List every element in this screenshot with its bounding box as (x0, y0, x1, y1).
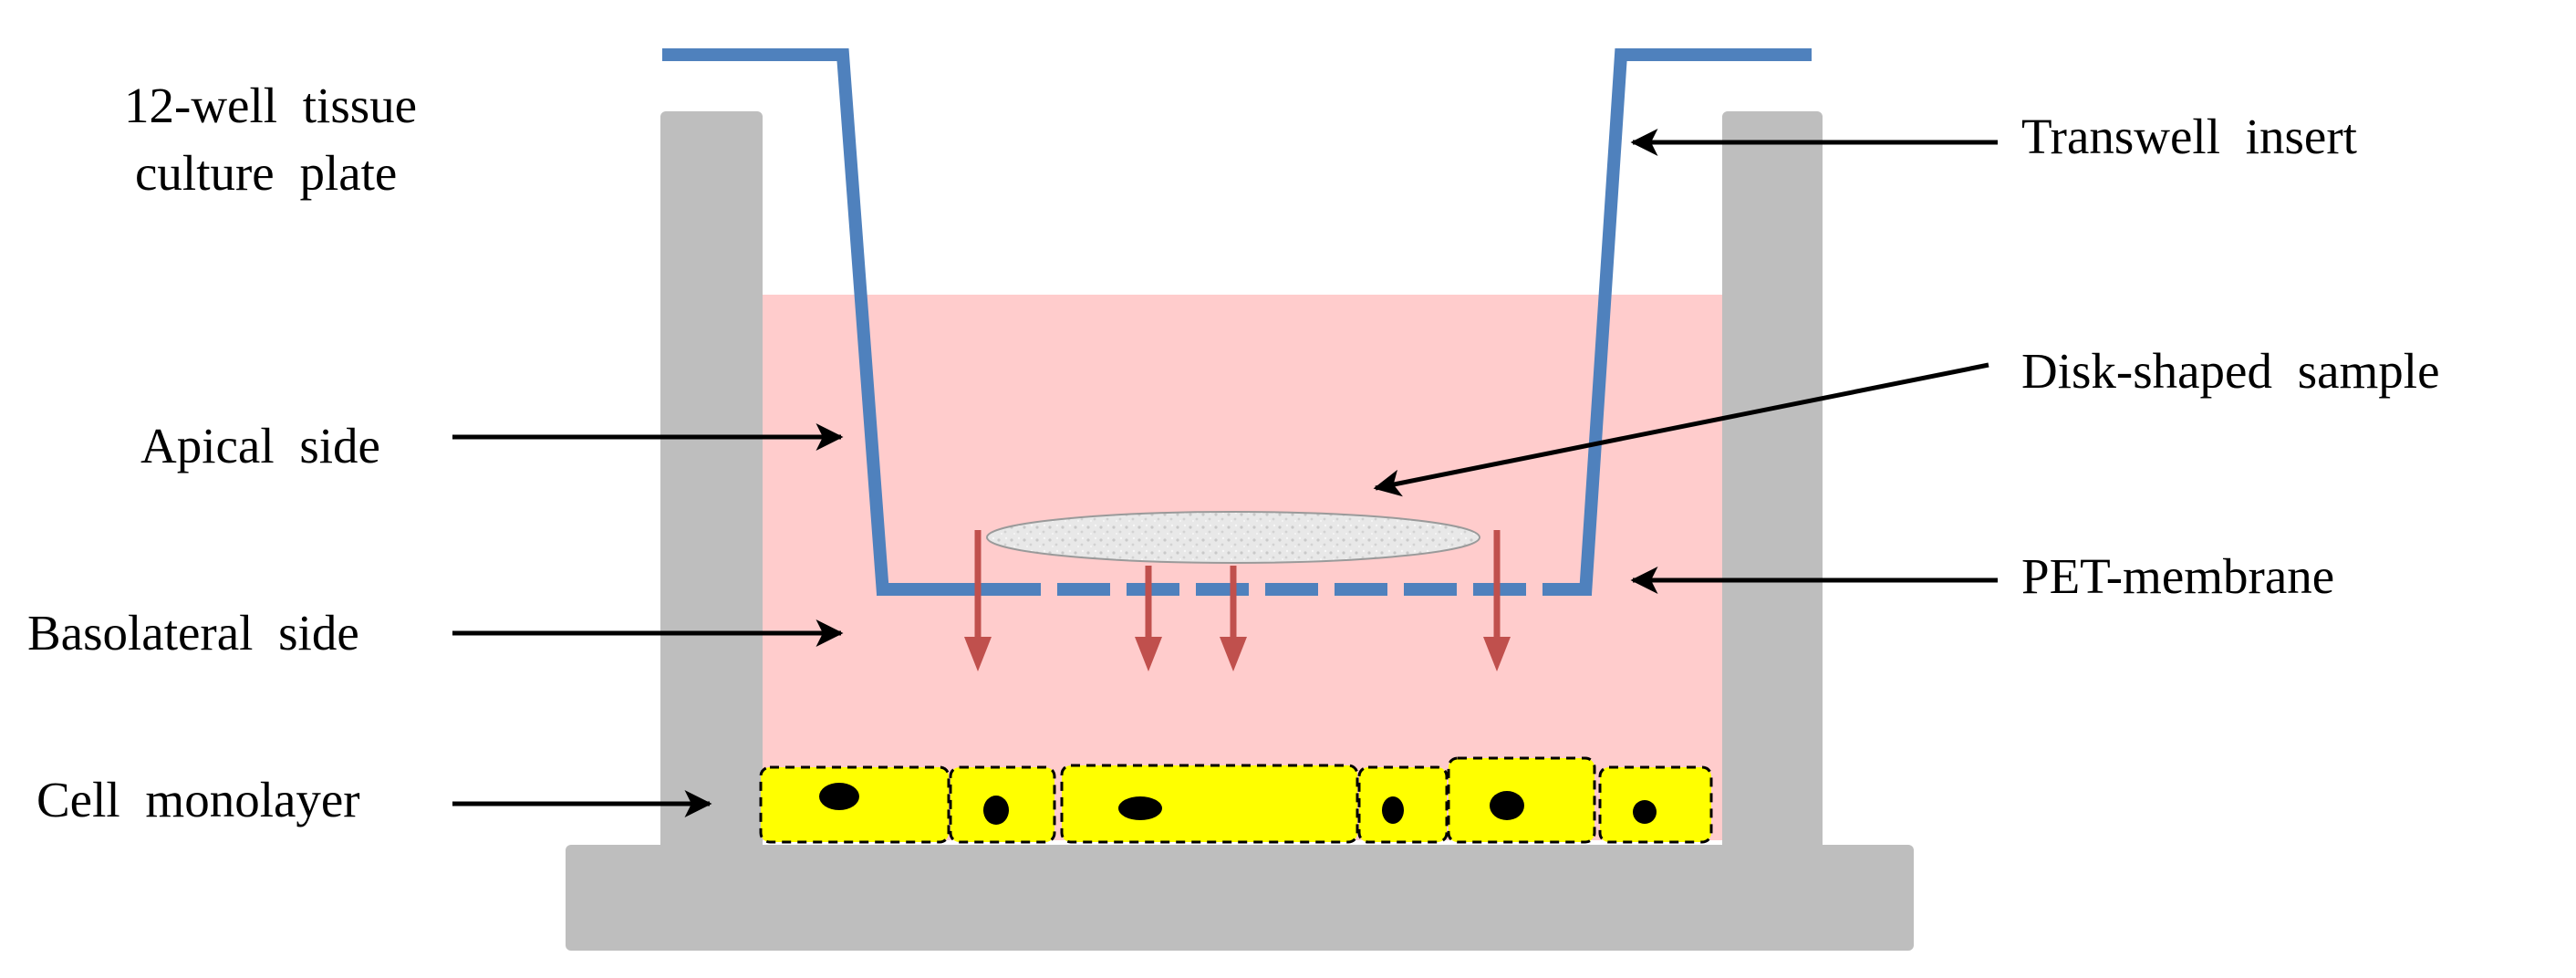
cell (1598, 765, 1713, 844)
flow-arrow-head (1483, 637, 1511, 671)
basolateral-side-label: Basolateral side (27, 605, 359, 661)
cell-monolayer-label: Cell monolayer (36, 772, 360, 827)
nucleus (1490, 791, 1524, 820)
cell (1357, 765, 1449, 844)
pet-membrane-label: PET-membrane (2021, 548, 2334, 604)
cell-nuclei (819, 783, 1657, 825)
sample-pointer (1373, 362, 1989, 497)
nucleus (1382, 796, 1404, 824)
plate-left-wall (660, 111, 763, 850)
flow-arrow-head (1135, 637, 1162, 671)
cell-monolayer (759, 756, 1713, 844)
well-plate (566, 111, 1914, 951)
culture-medium (763, 295, 1724, 840)
plate-label-line2: culture plate (135, 145, 397, 201)
plate-label-line1: 12-well tissue (124, 78, 417, 133)
flow-arrow-head (964, 637, 992, 671)
nucleus (1633, 800, 1657, 824)
diffusion-arrows (964, 530, 1511, 671)
transwell-insert-label: Transwell insert (2021, 109, 2357, 164)
insert-right-wall (1579, 48, 1812, 595)
disk-shaped-sample (986, 511, 1480, 564)
insert-left-wall (662, 48, 889, 595)
apical-side-label: Apical side (140, 418, 380, 473)
disk-shaped-sample-label: Disk-shaped sample (2021, 343, 2440, 399)
plate-right-wall (1722, 111, 1823, 850)
plate-base (566, 845, 1914, 951)
pointer-arrows (452, 129, 1998, 817)
flow-arrow-head (1220, 637, 1247, 671)
nucleus (819, 783, 859, 810)
nucleus (1118, 796, 1162, 820)
cell (1060, 764, 1359, 844)
nucleus (983, 796, 1009, 825)
